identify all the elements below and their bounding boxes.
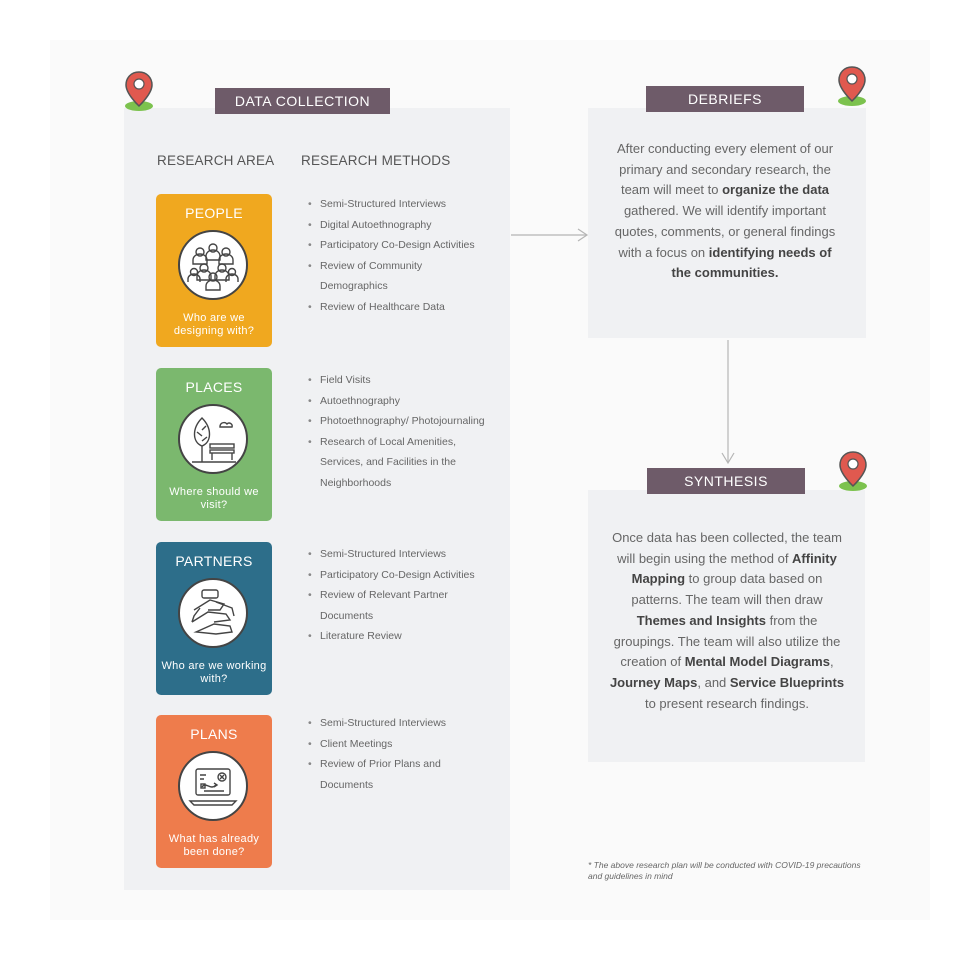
list-item: Semi-Structured Interviews — [308, 544, 488, 565]
methods-list-partners: Semi-Structured Interviews Participatory… — [308, 544, 488, 647]
list-item: Participatory Co-Design Activities — [308, 565, 488, 586]
synthesis-panel — [588, 490, 865, 762]
area-card-plans: PLANS What has already been done? — [156, 715, 272, 868]
list-item: Literature Review — [308, 626, 488, 647]
list-item: Semi-Structured Interviews — [308, 713, 488, 734]
footnote: * The above research plan will be conduc… — [588, 860, 861, 881]
area-question: Where should we visit? — [169, 486, 259, 511]
people-group-icon — [178, 230, 248, 300]
list-item: Semi-Structured Interviews — [308, 194, 488, 215]
research-area-header: RESEARCH AREA — [157, 153, 275, 168]
methods-list-people: Semi-Structured Interviews Digital Autoe… — [308, 194, 488, 318]
area-card-people: PEOPLE Who are we designing with? — [156, 194, 272, 347]
stacked-hands-icon — [178, 578, 248, 648]
list-item: Field Visits — [308, 370, 488, 391]
synthesis-tag: SYNTHESIS — [647, 468, 805, 494]
debriefs-panel — [588, 108, 866, 338]
location-pin-icon — [839, 451, 867, 491]
location-pin-icon — [838, 66, 866, 106]
location-pin-icon — [125, 71, 153, 111]
list-item: Review of Community Demographics — [308, 256, 488, 297]
list-item: Review of Relevant Partner Documents — [308, 585, 488, 626]
area-title: PLACES — [185, 379, 243, 395]
methods-list-plans: Semi-Structured Interviews Client Meetin… — [308, 713, 488, 795]
arrow-head — [721, 452, 735, 465]
debriefs-text: After conducting every element of our pr… — [614, 141, 836, 281]
synthesis-text: Once data has been collected, the team w… — [609, 530, 845, 711]
list-item: Autoethnography — [308, 391, 488, 412]
research-methods-header: RESEARCH METHODS — [301, 153, 451, 168]
area-card-places: PLACES Where should we visit? — [156, 368, 272, 521]
methods-list-places: Field Visits Autoethnography Photoethnog… — [308, 370, 488, 494]
area-title: PEOPLE — [185, 205, 243, 221]
list-item: Photoethnography/ Photojournaling — [308, 411, 488, 432]
list-item: Client Meetings — [308, 734, 488, 755]
list-item: Digital Autoethnography — [308, 215, 488, 236]
list-item: Review of Prior Plans and Documents — [308, 754, 488, 795]
arrow-head — [577, 228, 589, 242]
area-question: Who are we working with? — [161, 660, 267, 685]
debriefs-tag: DEBRIEFS — [646, 86, 804, 112]
data-collection-tag: DATA COLLECTION — [215, 88, 390, 114]
list-item: Review of Healthcare Data — [308, 297, 488, 318]
park-tree-bench-icon — [178, 404, 248, 474]
list-item: Research of Local Amenities, Services, a… — [308, 432, 488, 494]
area-question: Who are we designing with? — [173, 312, 255, 337]
area-question: What has already been done? — [168, 833, 260, 858]
area-title: PARTNERS — [175, 553, 253, 569]
list-item: Participatory Co-Design Activities — [308, 235, 488, 256]
area-card-partners: PARTNERS Who are we working with? — [156, 542, 272, 695]
laptop-plan-icon — [178, 751, 248, 821]
area-title: PLANS — [190, 726, 238, 742]
